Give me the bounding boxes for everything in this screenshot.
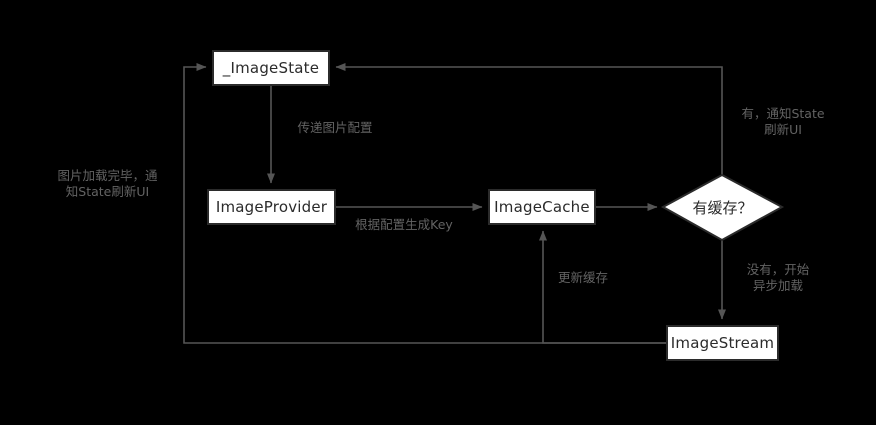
node-has-cache-shape[interactable] bbox=[660, 173, 785, 242]
edge-label-image-loaded-notify: 图片加载完毕，通 知State刷新UI bbox=[57, 168, 158, 199]
node-image-stream-label: ImageStream bbox=[670, 334, 775, 352]
edge-label-update-cache: 更新缓存 bbox=[557, 270, 608, 285]
node-image-cache[interactable]: ImageCache bbox=[488, 189, 596, 225]
edge-label-has-cache-yes: 有，通知State 刷新UI bbox=[741, 106, 825, 137]
node-image-state[interactable]: _ImageState bbox=[212, 50, 330, 86]
edge-label-generate-key: 根据配置生成Key bbox=[355, 217, 453, 232]
node-image-cache-label: ImageCache bbox=[494, 198, 590, 216]
edge-has-cache-yes-to-state bbox=[335, 63, 723, 175]
node-image-provider[interactable]: ImageProvider bbox=[207, 189, 336, 225]
edge-label-has-cache-no: 没有，开始 异步加载 bbox=[746, 262, 810, 293]
edge-stream-to-cache bbox=[539, 230, 666, 344]
node-image-provider-label: ImageProvider bbox=[215, 198, 328, 216]
node-image-stream[interactable]: ImageStream bbox=[666, 325, 779, 361]
edge-stream-to-state bbox=[183, 63, 666, 344]
edge-label-pass-image-config: 传递图片配置 bbox=[297, 120, 373, 135]
node-image-state-label: _ImageState bbox=[222, 59, 320, 77]
